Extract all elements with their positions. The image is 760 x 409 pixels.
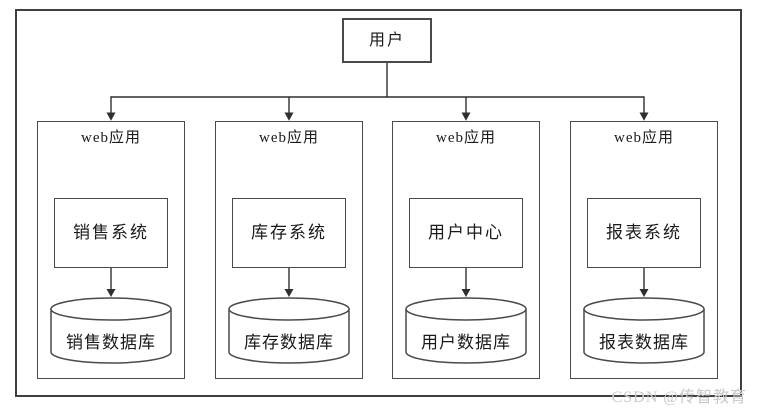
database-label-sales: 销售数据库	[66, 333, 156, 352]
web-app-container-inventory: web应用 库存系统 库存数据库	[215, 121, 363, 379]
web-app-label: web应用	[614, 130, 674, 146]
user-node-label: 用户	[368, 32, 405, 49]
web-app-label: web应用	[81, 130, 141, 146]
user-node: 用户	[342, 18, 432, 63]
system-node-label: 报表系统	[606, 223, 682, 242]
system-node-sales: 销售系统	[54, 198, 168, 268]
web-app-container-sales: web应用 销售系统 销售数据库	[37, 121, 185, 379]
database-label-inventory: 库存数据库	[244, 333, 334, 352]
diagram-border	[15, 9, 742, 397]
system-node-reports: 报表系统	[587, 198, 701, 268]
system-node-user-center: 用户中心	[409, 198, 523, 268]
web-app-container-reports: web应用 报表系统 报表数据库	[570, 121, 718, 379]
database-label-reports: 报表数据库	[599, 333, 689, 352]
system-node-inventory: 库存系统	[232, 198, 346, 268]
web-app-container-user-center: web应用 用户中心 用户数据库	[392, 121, 540, 379]
web-app-label: web应用	[436, 130, 496, 146]
watermark: CSDN @传智教育	[611, 389, 747, 406]
web-app-label: web应用	[259, 130, 319, 146]
system-node-label: 库存系统	[251, 223, 327, 242]
database-label-user: 用户数据库	[421, 333, 511, 352]
system-node-label: 销售系统	[73, 223, 149, 242]
system-node-label: 用户中心	[428, 223, 504, 242]
